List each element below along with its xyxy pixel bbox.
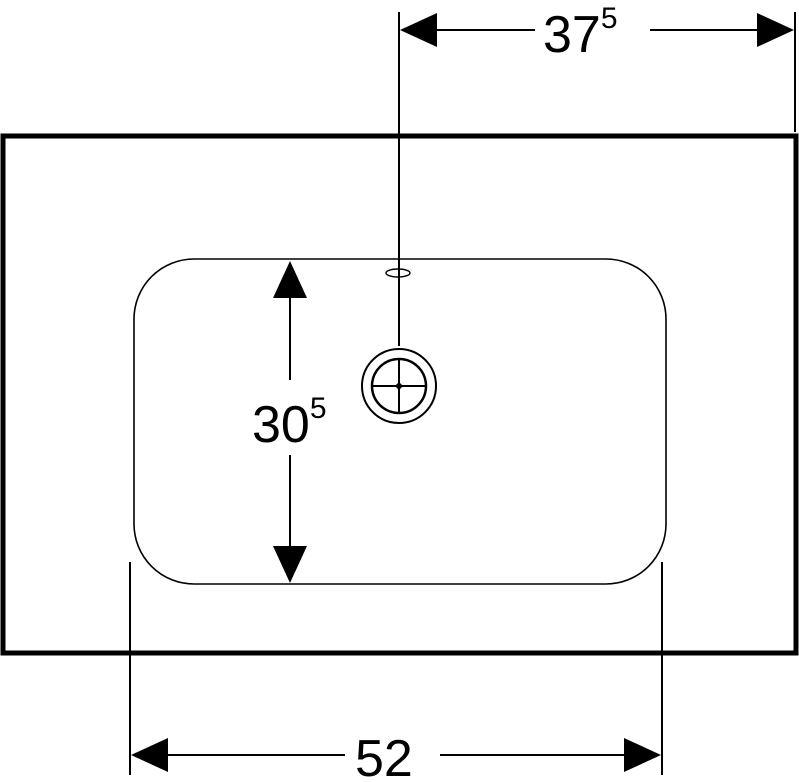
bottom-dimension-label: 52 xyxy=(355,730,413,782)
top-arrow-right xyxy=(757,13,794,47)
top-dimension-base: 37 xyxy=(543,6,601,64)
height-dimension-sup: 5 xyxy=(310,392,327,425)
height-dimension-label: 305 xyxy=(252,392,327,454)
drain-icon xyxy=(361,348,437,424)
top-arrow-left xyxy=(400,13,437,47)
height-arrow-bottom xyxy=(273,546,307,583)
bottom-arrow-right xyxy=(624,738,661,772)
top-dimension-sup: 5 xyxy=(601,2,618,35)
top-dimension-label: 375 xyxy=(543,2,618,64)
height-arrow-top xyxy=(273,261,307,298)
bottom-arrow-left xyxy=(131,738,168,772)
height-dimension-base: 30 xyxy=(252,396,310,454)
